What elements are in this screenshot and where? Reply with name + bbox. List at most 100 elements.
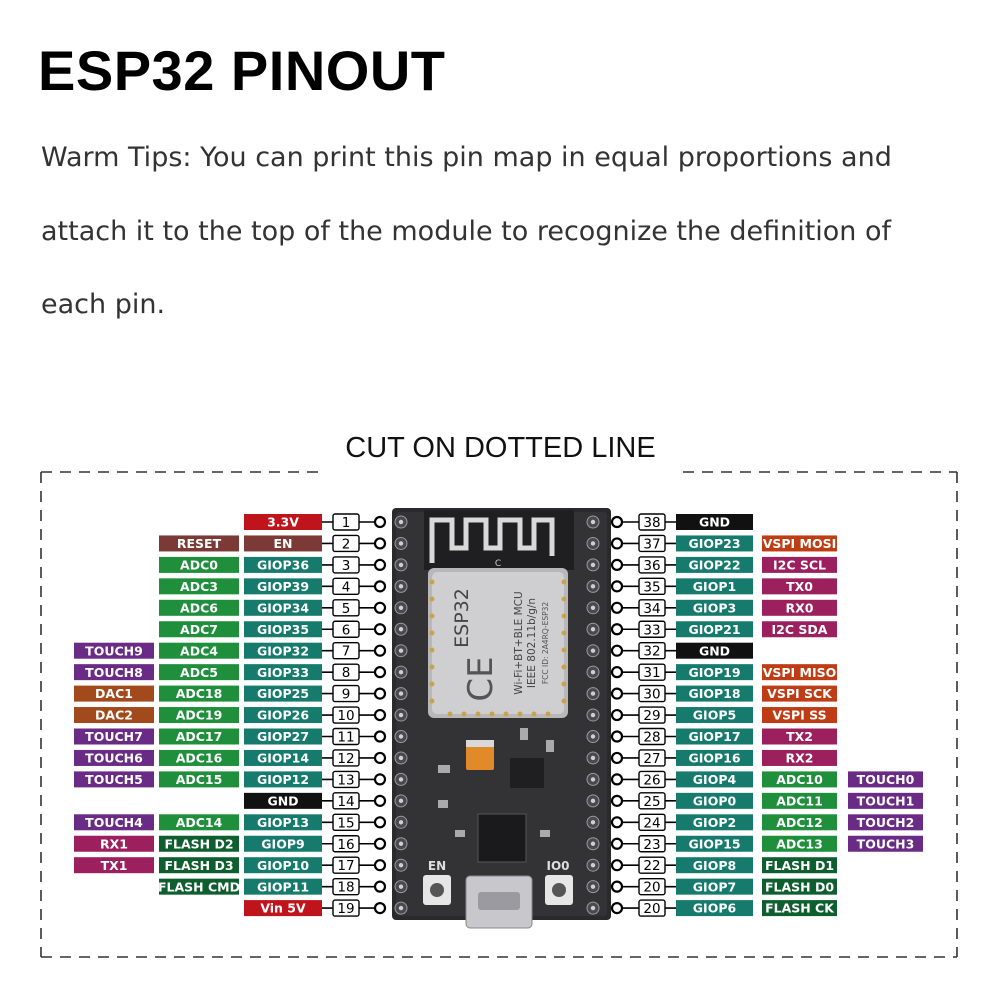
pin-label: RX0 — [786, 600, 814, 615]
pin-ring — [610, 859, 624, 872]
pin-label: FLASH D3 — [164, 858, 233, 873]
board-pad-hole — [398, 691, 404, 696]
module-pin — [561, 647, 567, 653]
pin-label-bg — [676, 685, 753, 702]
module-pin — [429, 613, 435, 619]
pin-label: TOUCH8 — [85, 665, 143, 680]
pin-number: 38 — [643, 515, 660, 531]
pin-label-bg — [244, 578, 322, 595]
pin-label-bg — [762, 664, 837, 681]
pin-number: 22 — [643, 858, 660, 874]
pin-number-box — [638, 706, 666, 724]
pin-label: 3.3V — [267, 515, 299, 530]
pin-number: 24 — [643, 815, 660, 831]
micro-usb-opening — [478, 892, 520, 910]
pin-number: 30 — [643, 687, 660, 703]
pin-label-bg — [762, 771, 837, 788]
board-pad-hole — [398, 519, 404, 525]
pin-label-bg — [762, 878, 837, 895]
pin-label-bg — [74, 642, 154, 659]
pin-label: GIOP32 — [257, 643, 309, 658]
pin-label: TX0 — [786, 579, 813, 594]
pin-label: TOUCH1 — [857, 793, 915, 808]
pin-number: 2 — [342, 536, 351, 552]
pin-label: GIOP34 — [257, 600, 309, 615]
pin-number: 23 — [643, 837, 660, 853]
pin-label: TX1 — [101, 858, 128, 873]
pin-label: TOUCH6 — [85, 751, 143, 766]
cut-border — [40, 471, 958, 958]
pin-label: GIOP7 — [693, 879, 736, 894]
pin-number-box — [638, 663, 666, 681]
pin-number-box — [638, 727, 666, 746]
pin-number: 1 — [342, 515, 351, 531]
board-pad-hole — [590, 884, 596, 889]
pin-ring — [373, 816, 387, 829]
pin-number-box — [332, 599, 360, 617]
pin-label: ADC14 — [176, 815, 223, 830]
pin-label-bg — [762, 749, 837, 766]
pin-label-bg — [244, 771, 322, 788]
board-pad-hole — [398, 734, 404, 739]
pin-number: 20 — [643, 880, 660, 896]
pin-label: GND — [699, 515, 730, 530]
pin-label-bg — [159, 535, 239, 552]
pin-label: GND — [699, 643, 730, 658]
board-pad-hole — [590, 712, 596, 718]
pin-number-box — [332, 899, 360, 917]
pin-label-bg — [676, 556, 753, 573]
pin-label: GIOP8 — [693, 858, 736, 873]
smd-part — [540, 830, 550, 837]
module-pin — [561, 613, 567, 619]
pin-number: 16 — [337, 837, 354, 853]
pin-label-bg — [159, 814, 239, 831]
pin-label: GIOP4 — [693, 772, 737, 787]
pin-ring — [373, 794, 387, 807]
warm-tip-line-2: attach it to the top of the module to re… — [41, 216, 892, 247]
pin-number-box — [638, 899, 666, 917]
pin-number-box — [638, 749, 666, 767]
module-pin — [429, 664, 435, 670]
pin-label: GIOP27 — [257, 729, 309, 744]
pin-number-box — [638, 684, 666, 703]
pin-ring — [610, 687, 624, 700]
pin-ring — [610, 880, 624, 893]
module-pin — [429, 579, 435, 585]
pin-ring — [610, 515, 624, 529]
pin-label-bg — [159, 642, 239, 659]
pin-label: GIOP39 — [257, 579, 309, 594]
module-esp32-text: ESP32 — [451, 588, 473, 648]
board-pad-hole — [398, 648, 404, 653]
module-pin — [561, 579, 567, 585]
pin-label: FLASH CK — [765, 901, 835, 916]
pin-label: GIOP15 — [688, 836, 740, 851]
board-pad-hole — [590, 905, 596, 911]
pin-label: TOUCH0 — [857, 772, 915, 787]
pin-number: 34 — [643, 601, 660, 617]
module-pin — [561, 596, 567, 602]
pin-label: GIOP22 — [688, 558, 740, 573]
esp32-module: ESP32 Wi-Fi+BT+BLE MCU IEEE 802.11b/g/n … — [428, 568, 568, 718]
pin-label: TOUCH2 — [857, 815, 915, 830]
pin-label: TX2 — [786, 729, 813, 744]
pin-label-bg — [244, 535, 322, 552]
pin-row-right-1: 38 GND — [610, 513, 753, 531]
pin-label-bg — [848, 792, 923, 809]
pin-ring — [373, 601, 387, 614]
board-pad-hole — [590, 820, 596, 825]
module-pin — [447, 711, 453, 717]
pin-number: 8 — [342, 665, 351, 681]
pin-ring — [373, 730, 387, 743]
pin-ring — [373, 708, 387, 722]
